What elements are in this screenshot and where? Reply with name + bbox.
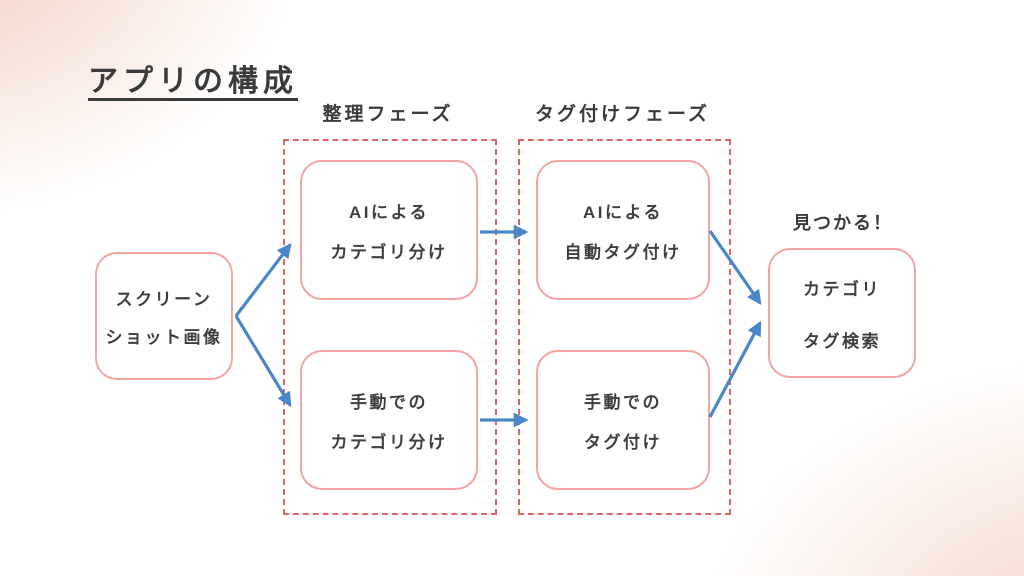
node-line: スクリーン [115, 289, 213, 309]
node-line: カテゴリ分け [330, 432, 448, 452]
phase-label-tagging: タグ付けフェーズ [534, 104, 711, 125]
arrow-source-to-manual-categorize [234, 315, 292, 408]
node-ai-categorize: AIによる カテゴリ分け [300, 160, 478, 300]
result-label: 見つかる！ [793, 213, 893, 233]
node-line: 手動での [350, 392, 428, 412]
node-line: 自動タグ付け [564, 242, 682, 262]
arrow-source-to-ai-categorize [234, 243, 292, 317]
node-line: ショット画像 [105, 327, 223, 347]
node-manual-tag: 手動での タグ付け [536, 350, 710, 490]
node-line: 手動での [584, 392, 662, 412]
node-ai-auto-tag: AIによる 自動タグ付け [536, 160, 710, 300]
node-line: タグ付け [584, 432, 662, 452]
node-manual-categorize: 手動での カテゴリ分け [300, 350, 478, 490]
phase-label-organize: 整理フェーズ [322, 104, 454, 125]
node-category-tag-search: カテゴリ タグ検索 [768, 248, 916, 378]
node-line: AIによる [349, 202, 429, 222]
page-title: アプリの構成 [88, 65, 298, 98]
node-line: カテゴリ [803, 279, 881, 299]
node-line: AIによる [583, 202, 663, 222]
node-line: カテゴリ分け [330, 242, 448, 262]
node-screenshot-image: スクリーン ショット画像 [95, 252, 233, 380]
node-line: タグ検索 [803, 331, 881, 351]
